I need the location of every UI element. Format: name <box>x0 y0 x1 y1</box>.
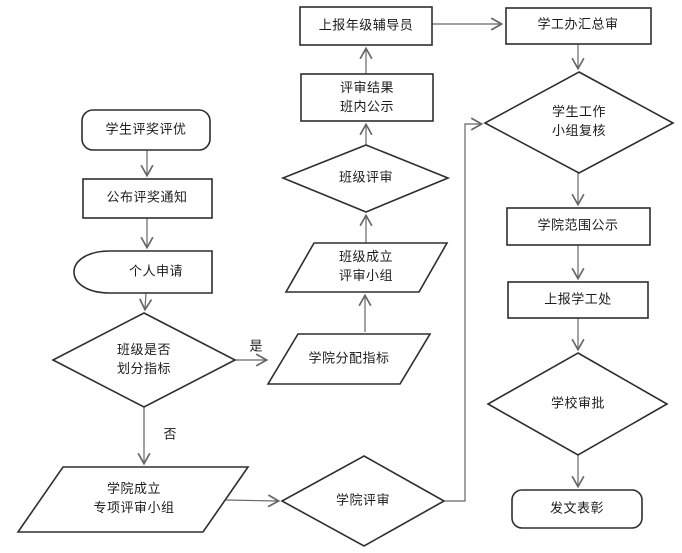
edge-college-group-to-college-review <box>225 494 281 508</box>
edge-label-yes: 是 <box>249 338 263 354</box>
node-class-review-decision-shape <box>280 144 451 213</box>
edge-college-review-to-workgroup <box>444 117 484 502</box>
node-workgroup-check-decision-shape <box>483 71 675 174</box>
node-class-publicity-shape <box>300 73 434 122</box>
node-commendation-shape <box>511 489 643 529</box>
node-class-group-shape <box>284 242 449 293</box>
node-report-office-shape <box>507 281 649 319</box>
node-apply-shape <box>73 250 213 294</box>
node-notice-shape <box>82 178 213 219</box>
edge-label-no: 否 <box>163 426 177 442</box>
node-report-counselor-shape <box>299 6 433 46</box>
node-college-review-decision-shape <box>280 455 446 547</box>
connector-layer <box>137 17 585 508</box>
node-college-allocate-shape <box>266 333 432 385</box>
shape-layer <box>16 6 675 547</box>
node-office-summary-shape <box>505 7 652 45</box>
node-class-quota-decision-shape <box>51 312 237 408</box>
node-start-shape <box>81 109 211 151</box>
node-school-approval-decision-shape <box>486 352 669 456</box>
node-college-publicity-shape <box>506 207 651 246</box>
node-college-group-shape <box>16 466 250 533</box>
edge-apply-to-decision <box>139 292 153 312</box>
